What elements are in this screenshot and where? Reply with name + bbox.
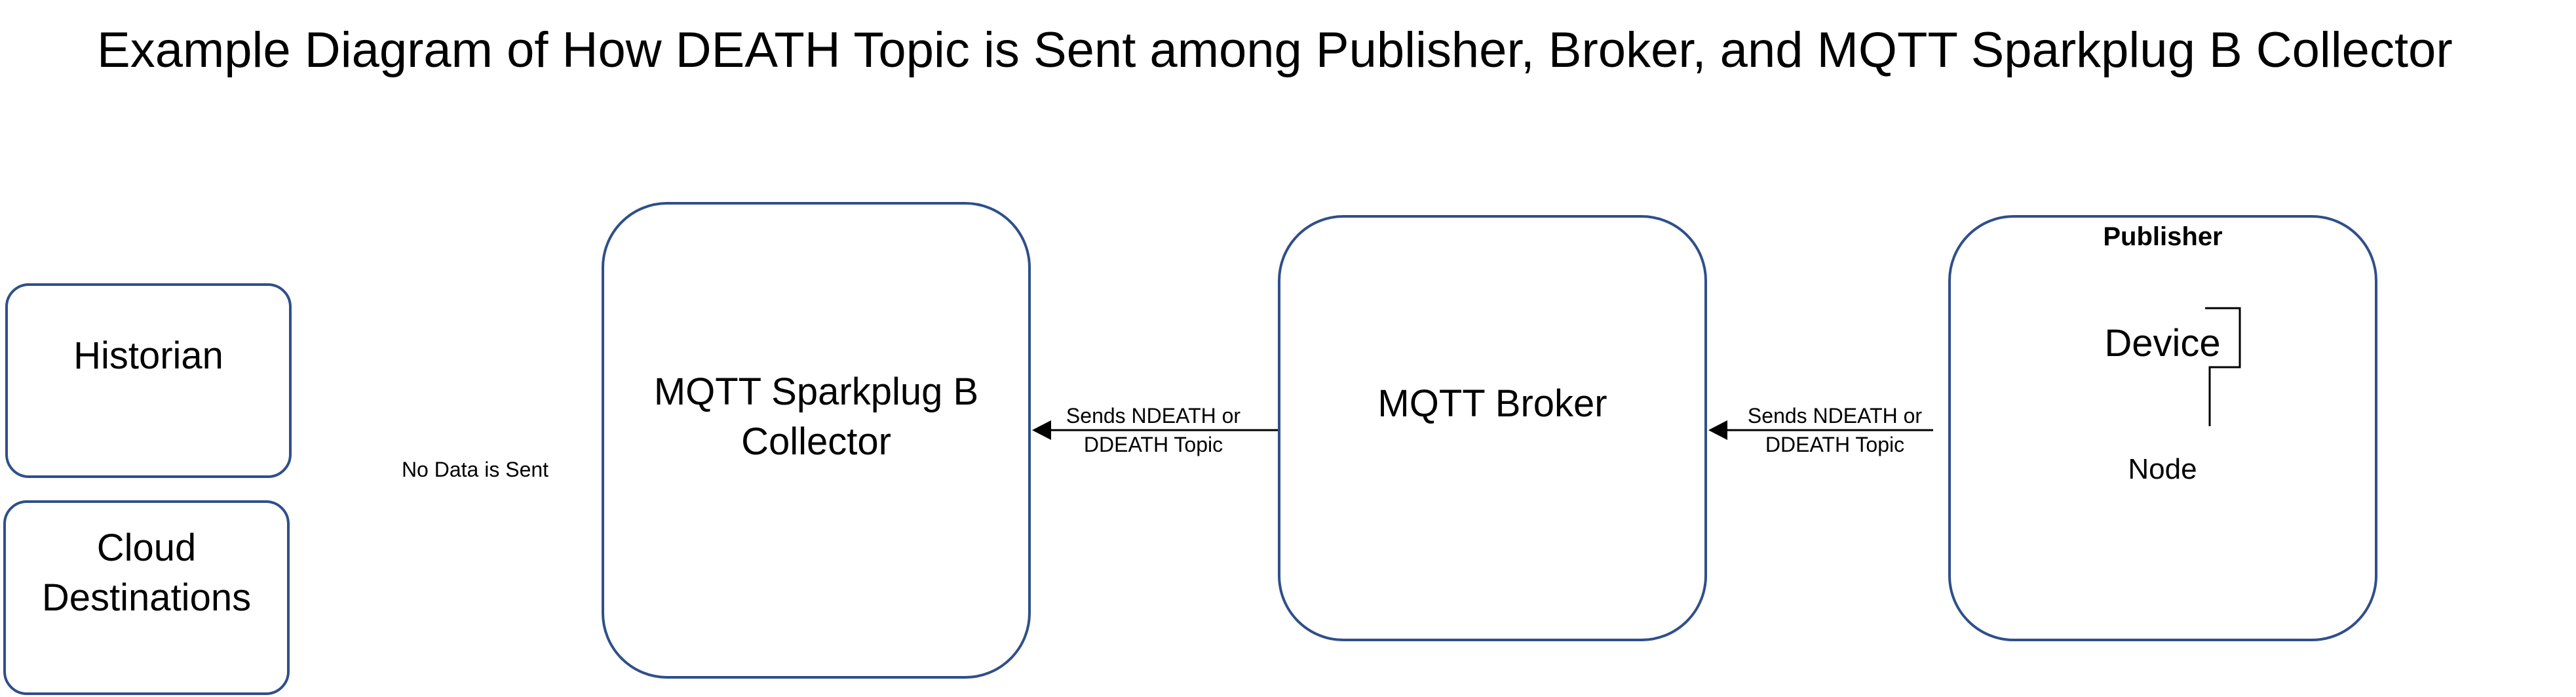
cloud-destinations-box [3, 500, 290, 695]
publisher-to-broker-label-line2: DDEATH Topic [1765, 433, 1905, 456]
historian-label: Historian [73, 334, 223, 377]
no-data-label: No Data is Sent [401, 458, 549, 481]
diagram-title: Example Diagram of How DEATH Topic is Se… [97, 22, 2453, 78]
historian-box [5, 283, 292, 478]
publisher-heading: Publisher [2103, 222, 2223, 251]
node-label: Node [2128, 453, 2197, 485]
cloud-destinations-label-line2: Destinations [41, 576, 252, 619]
collector-label-line1: MQTT Sparkplug B [653, 370, 979, 413]
broker-box [1278, 215, 1707, 641]
device-label: Device [2104, 322, 2221, 365]
cloud-destinations-label-line1: Cloud [96, 527, 197, 569]
collector-label-line2: Collector [741, 420, 891, 463]
collector-box [602, 202, 1031, 679]
broker-label: MQTT Broker [1377, 382, 1607, 425]
publisher-box [1948, 215, 2377, 641]
publisher-to-broker-label-line1: Sends NDEATH or [1747, 404, 1923, 428]
broker-to-collector-label-line1: Sends NDEATH or [1066, 404, 1241, 428]
broker-to-collector-label-line2: DDEATH Topic [1083, 433, 1223, 456]
